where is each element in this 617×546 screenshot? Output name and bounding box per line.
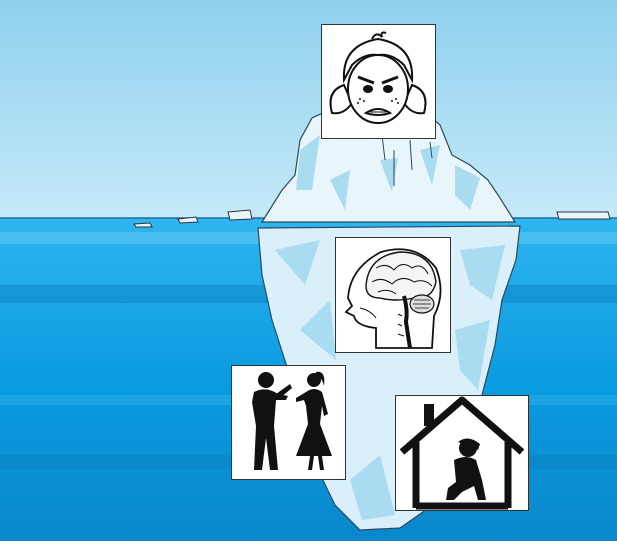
sad-child-in-house-icon bbox=[396, 396, 528, 510]
angry-girl-face-icon bbox=[322, 25, 435, 138]
brain-head-cross-section-icon bbox=[336, 238, 450, 352]
sad-child-house-card bbox=[395, 395, 529, 511]
brain-cross-section-card bbox=[335, 237, 451, 353]
arguing-couple-card bbox=[231, 365, 346, 480]
arguing-couple-silhouette-icon bbox=[232, 366, 345, 479]
angry-girl-card bbox=[321, 24, 436, 139]
